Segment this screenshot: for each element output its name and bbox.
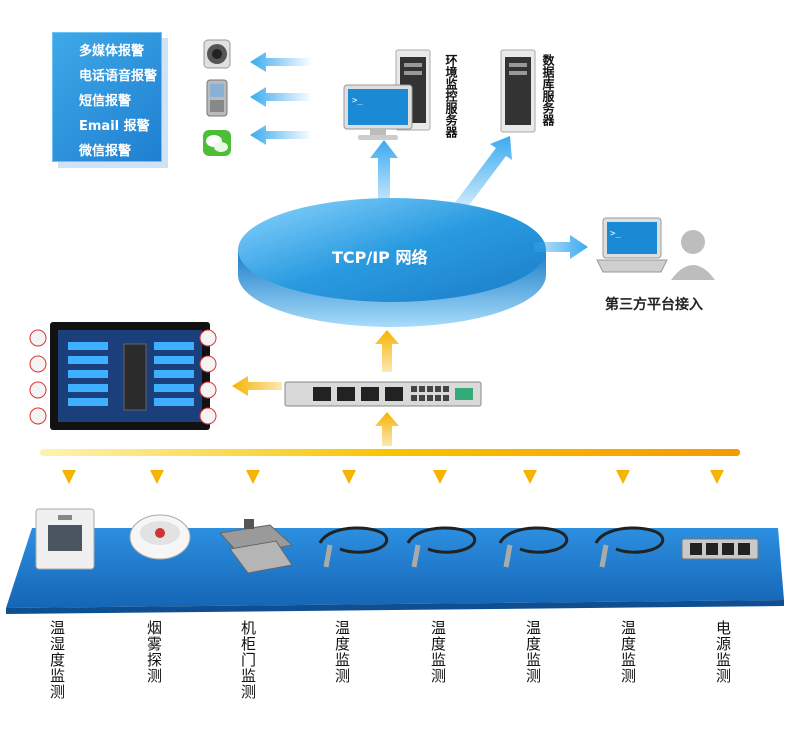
down-arrow [246, 470, 260, 484]
temperature-probe-icon [594, 526, 665, 568]
db-server-label: 数据库服务器 [541, 54, 555, 126]
arrow-to-wechat [250, 125, 312, 145]
humidity-sensor-icon [35, 508, 95, 570]
temperature-probe-icon [498, 526, 569, 568]
speaker-icon [203, 39, 231, 69]
alarm-arrows [250, 52, 312, 145]
door-sensor-icon [219, 519, 294, 574]
alarm-icons [203, 39, 231, 156]
arrow-to-speaker [250, 52, 312, 72]
alarm-methods-panel: 多媒体报警 电话语音报警 短信报警 Email 报警 微信报警 [52, 32, 162, 162]
alarm-item-sms: 短信报警 [79, 94, 132, 109]
sensor-label-temp-1: 温度监测 [333, 620, 351, 684]
down-arrow [342, 470, 356, 484]
network-up-arrows [370, 136, 512, 212]
svg-text:>_: >_ [610, 229, 621, 239]
smoke-detector-icon [129, 514, 191, 560]
down-arrow [62, 470, 76, 484]
temperature-probe-icon [406, 526, 477, 568]
alarm-item-phone: 电话语音报警 [79, 69, 158, 84]
laptop-icon: >_ [596, 217, 668, 273]
sensor-label-humidity: 温湿度监测 [48, 620, 66, 700]
alarm-item-multimedia: 多媒体报警 [79, 44, 145, 59]
sensor-label-temp-3: 温度监测 [524, 620, 542, 684]
wechat-icon [203, 130, 231, 156]
arrow-to-third-party [534, 235, 588, 259]
down-arrow [710, 470, 724, 484]
user-icon [671, 230, 715, 280]
alarm-item-wechat: 微信报警 [79, 144, 132, 159]
arrow-to-db-server [454, 136, 512, 212]
down-arrow [523, 470, 537, 484]
mobile-phone-icon [206, 79, 228, 117]
sensor-label-temp-2: 温度监测 [429, 620, 447, 684]
database-server-icon [500, 49, 536, 133]
arrow-to-switch [375, 412, 399, 446]
sensor-label-power: 电源监测 [714, 620, 732, 684]
tcp-ip-network-disc [238, 198, 546, 327]
pdu-icon [681, 538, 759, 560]
svg-text:>_: >_ [352, 96, 363, 106]
env-server-label: 环境监控服务器 [444, 54, 458, 138]
monitoring-touchscreen-icon [29, 322, 217, 430]
temperature-probe-icon [318, 526, 389, 568]
env-monitor-server-icon: >_ [343, 49, 431, 140]
arrow-to-touchscreen [232, 376, 282, 396]
sensor-label-temp-4: 温度监测 [619, 620, 637, 684]
arrow-to-network [375, 330, 399, 372]
sensor-platform [6, 528, 784, 614]
network-label: TCP/IP 网络 [332, 248, 428, 267]
sensor-devices [35, 508, 759, 574]
arrow-to-env-server [370, 140, 398, 210]
sensor-down-arrows [62, 470, 724, 484]
arrow-to-phone [250, 87, 312, 107]
sensor-bus-line [40, 449, 740, 456]
down-arrow [433, 470, 447, 484]
monitoring-host-switch-icon [284, 381, 482, 407]
down-arrow [616, 470, 630, 484]
alarm-item-email: Email 报警 [79, 119, 150, 134]
third-party-label: 第三方平台接入 [605, 297, 703, 313]
third-party-icon: >_ [596, 217, 715, 280]
sensor-label-smoke: 烟雾探测 [145, 620, 163, 684]
down-arrow [150, 470, 164, 484]
sensor-label-door: 机柜门监测 [239, 620, 257, 700]
yellow-up-arrows [375, 330, 399, 446]
